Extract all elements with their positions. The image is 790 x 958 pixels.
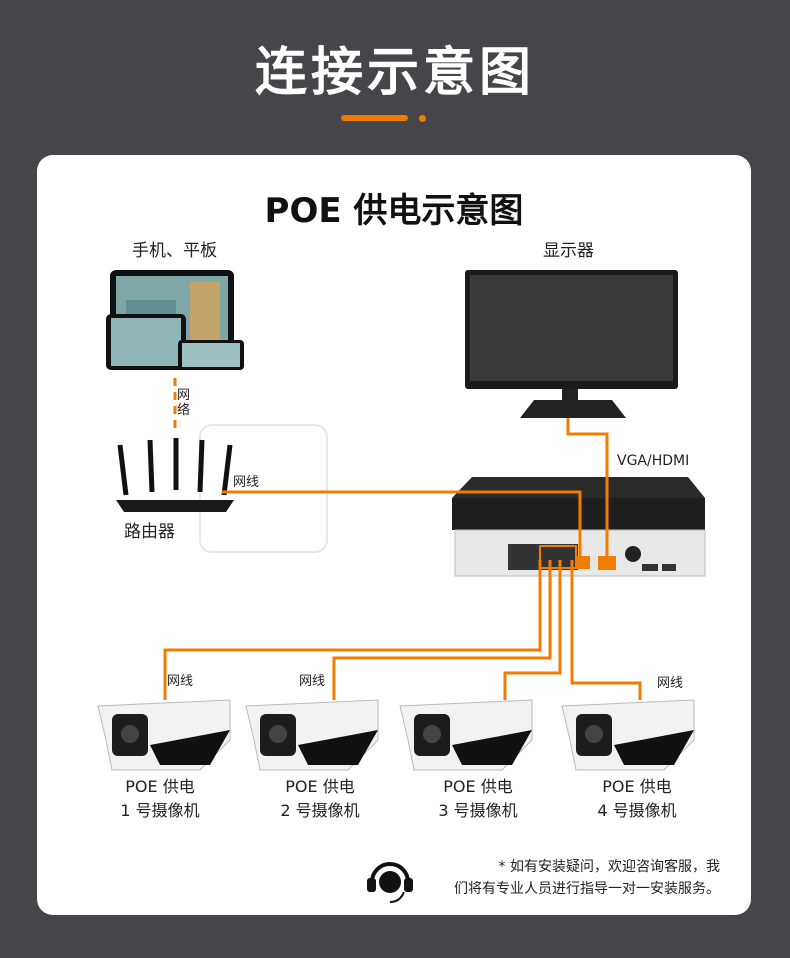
title-underline xyxy=(341,115,408,121)
camera-1-power: POE 供电 xyxy=(125,777,195,796)
cam2-cable-label: 网线 xyxy=(299,674,326,689)
title-underline-dot xyxy=(419,115,426,122)
monitor-label: 显示器 xyxy=(543,241,594,261)
cam1-cable-label: 网线 xyxy=(167,674,194,689)
camera-1-caption: POE 供电 1 号摄像机 xyxy=(90,775,230,823)
camera-3-icon xyxy=(399,699,533,771)
camera-3-caption: POE 供电 3 号摄像机 xyxy=(408,775,548,823)
page-title: 连接示意图 xyxy=(254,43,535,103)
cam4-cable-label: 网线 xyxy=(657,676,684,691)
camera-2-name: 2 号摄像机 xyxy=(280,801,360,820)
camera-3-name: 3 号摄像机 xyxy=(438,801,518,820)
router-icon xyxy=(116,438,234,512)
cam1-cable xyxy=(163,560,542,700)
camera-4-power: POE 供电 xyxy=(602,777,672,796)
monitor-icon xyxy=(465,270,678,418)
camera-2-caption: POE 供电 2 号摄像机 xyxy=(250,775,390,823)
cable-lines xyxy=(163,418,642,700)
watermark xyxy=(199,424,328,553)
router-label: 路由器 xyxy=(124,522,175,542)
phone-icon xyxy=(106,314,244,370)
router-nvr-cable xyxy=(222,490,582,560)
cam3-cable xyxy=(503,560,562,700)
camera-4-icon xyxy=(561,699,695,771)
support-note: * 如有安装疑问，欢迎咨询客服，我 们将有专业人员进行指导一对一安装服务。 xyxy=(420,856,720,900)
monitor-nvr-cable xyxy=(566,418,609,562)
cam4-cable xyxy=(570,560,642,700)
router-cable-label: 网线 xyxy=(233,475,260,490)
support-note-line1: * 如有安装疑问，欢迎咨询客服，我 xyxy=(498,859,720,875)
camera-1-name: 1 号摄像机 xyxy=(120,801,200,820)
card-title: POE 供电示意图 xyxy=(264,191,524,231)
camera-1-icon xyxy=(97,699,231,771)
camera-4-name: 4 号摄像机 xyxy=(597,801,677,820)
camera-3-power: POE 供电 xyxy=(443,777,513,796)
cam2-cable xyxy=(332,560,552,700)
support-note-line2: 们将有专业人员进行指导一对一安装服务。 xyxy=(454,881,720,897)
network-label: 网络 xyxy=(177,388,191,418)
camera-2-icon xyxy=(245,699,379,771)
headset-icon xyxy=(367,862,413,903)
camera-2-power: POE 供电 xyxy=(285,777,355,796)
vga-hdmi-label: VGA/HDMI xyxy=(617,453,690,469)
phone-tablet-label: 手机、平板 xyxy=(132,241,217,261)
camera-4-caption: POE 供电 4 号摄像机 xyxy=(567,775,707,823)
